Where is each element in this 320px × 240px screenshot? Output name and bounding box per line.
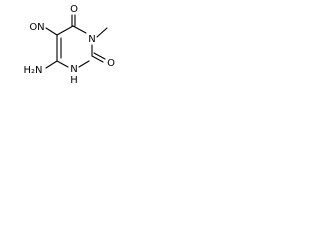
molecule-structure: O N O N H ON H₂N [23,4,115,86]
atom-n-ring-nh: N [70,64,77,75]
bond-c6-amino [45,60,58,69]
atom-nitroso: ON [29,22,44,33]
atom-h-ring-nh: H [70,75,78,86]
bond-n1-c6 [56,60,69,68]
bond-c2-o-bottom [91,55,104,63]
atom-o-top: O [70,4,78,15]
bond-c5-nitroso [45,27,58,36]
atom-o-bottom: O [107,58,115,69]
bond-c2-n1 [78,60,90,68]
bond-c5-c4 [56,25,74,36]
bond-c4-n3 [72,25,87,34]
bond-n3-methyl [96,27,108,38]
atom-amino: H₂N [23,65,42,76]
atom-n-methyl: N [88,34,95,45]
bond-c2-o-bottom-double [93,52,106,60]
